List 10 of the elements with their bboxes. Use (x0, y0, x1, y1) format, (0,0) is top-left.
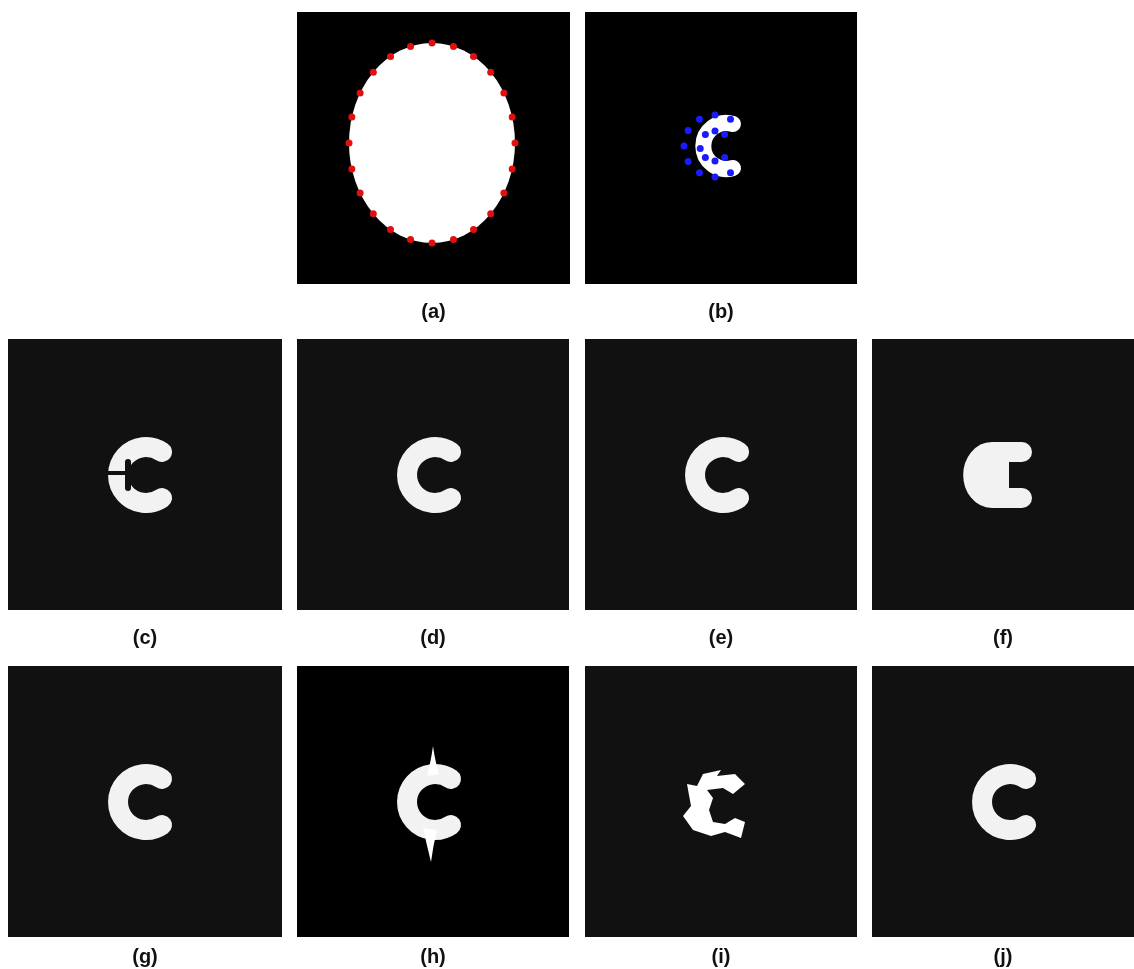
panel-label: (c) (132, 627, 158, 647)
panel-label: (g) (132, 946, 158, 966)
panel-label: (d) (420, 627, 446, 647)
panel-label: (a) (421, 301, 446, 321)
panel-label: (i) (711, 946, 731, 966)
panel-label: (j) (993, 946, 1013, 966)
panel-label: (h) (420, 946, 446, 966)
panel-label: (f) (993, 627, 1013, 647)
panel-label: (e) (708, 627, 734, 647)
panel-label: (b) (708, 301, 734, 321)
